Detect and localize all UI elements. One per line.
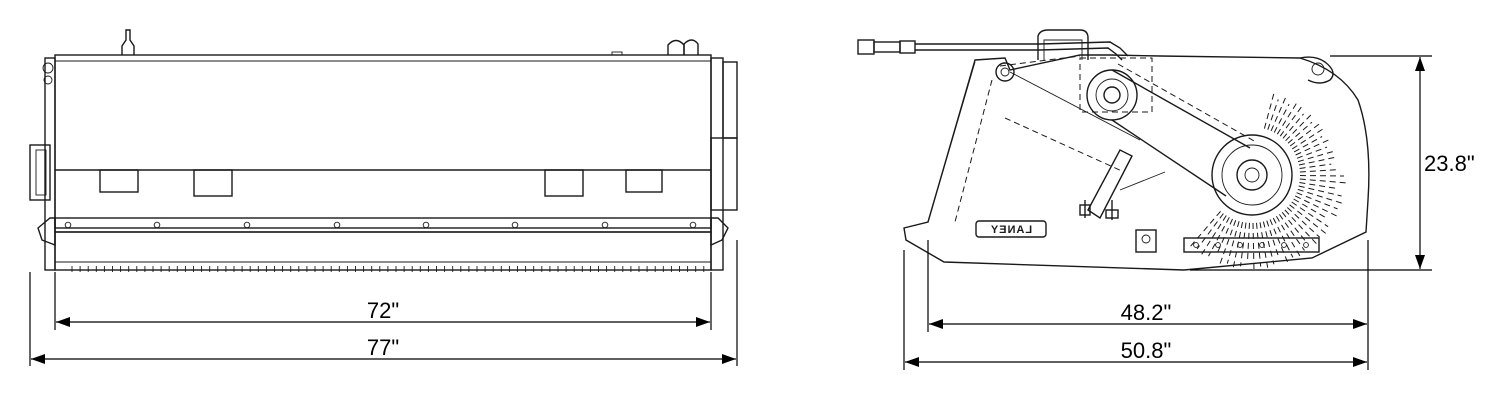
hose-fitting bbox=[42, 62, 54, 74]
lift-handle bbox=[121, 29, 135, 55]
lift-handle-side bbox=[1037, 29, 1089, 60]
mount-ear bbox=[1299, 56, 1334, 84]
rotor-flails bbox=[1188, 89, 1348, 272]
front-hood bbox=[54, 54, 712, 229]
dim-label-72: 72" bbox=[367, 298, 399, 323]
brand-decal bbox=[975, 220, 1047, 238]
left-bracket bbox=[37, 217, 56, 247]
bolt-row bbox=[64, 221, 697, 229]
mount-tab bbox=[193, 169, 233, 197]
front-bolt-rail bbox=[54, 217, 712, 233]
dim-label-50-8: 50.8" bbox=[1121, 338, 1172, 363]
dim-label-48-2: 48.2" bbox=[1121, 300, 1172, 325]
flail-teeth bbox=[71, 266, 705, 272]
hose-coupler-side bbox=[857, 39, 875, 55]
side-dimensions: 23.8" 48.2" 50.8" bbox=[903, 55, 1475, 370]
skid-rail bbox=[1183, 237, 1320, 253]
dim-label-77: 77" bbox=[367, 335, 399, 360]
hydraulic-motor bbox=[29, 144, 51, 201]
left-side-plate bbox=[44, 57, 56, 271]
hose-coupler bbox=[667, 39, 685, 55]
mount-tab bbox=[99, 169, 139, 193]
mount-tab bbox=[625, 169, 663, 193]
mount-tab bbox=[544, 169, 584, 197]
drive-guard bbox=[1079, 57, 1153, 113]
side-view: LANEY bbox=[857, 29, 1370, 272]
drive-chain bbox=[1111, 69, 1251, 149]
dim-label-23-8: 23.8" bbox=[1424, 151, 1475, 176]
front-view bbox=[29, 29, 738, 272]
hydraulic-hose bbox=[915, 41, 1129, 57]
front-skirt bbox=[54, 231, 712, 271]
right-guard bbox=[710, 137, 738, 211]
right-bracket bbox=[710, 217, 729, 247]
front-dimensions: 72" 77" bbox=[29, 240, 738, 366]
brand-decal-text: LANEY bbox=[990, 224, 1032, 236]
pivot-pin bbox=[995, 62, 1015, 82]
rotor-sprocket bbox=[1211, 134, 1293, 216]
right-gearbox-cover bbox=[722, 61, 738, 139]
adjuster-arm bbox=[1087, 149, 1133, 220]
right-side-plate bbox=[710, 57, 724, 271]
hose-clamp bbox=[1135, 229, 1157, 253]
